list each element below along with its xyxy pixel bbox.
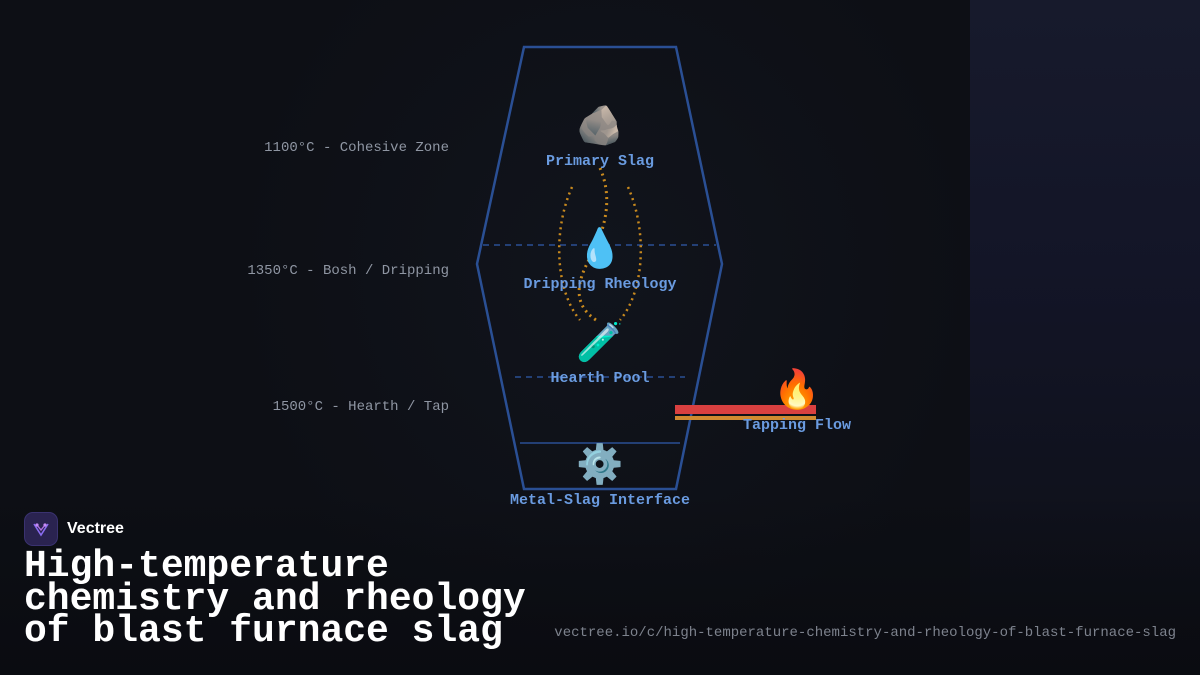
page-url: vectree.io/c/high-temperature-chemistry-… xyxy=(554,625,1176,641)
node-label-primary-slag: Primary Slag xyxy=(546,153,654,170)
node-label-dripping-rheology: Dripping Rheology xyxy=(523,276,676,293)
page-title: High-temperature chemistry and rheology … xyxy=(24,545,526,653)
zone-label-cohesive: 1100°C - Cohesive Zone xyxy=(264,140,449,156)
gear-icon: ⚙️ xyxy=(576,442,623,486)
vectree-logo-icon xyxy=(24,512,58,546)
drip-flow-center xyxy=(577,167,609,322)
rock-icon: 🪨 xyxy=(576,103,623,147)
tap-stream-under xyxy=(675,416,816,420)
node-label-tapping-flow: Tapping Flow xyxy=(743,417,851,434)
brand: Vectree xyxy=(24,512,124,546)
node-label-metal-slag-interface: Metal-Slag Interface xyxy=(510,492,690,509)
tap-stream xyxy=(675,405,816,414)
furnace-outline xyxy=(475,45,724,491)
node-label-hearth-pool: Hearth Pool xyxy=(550,370,649,387)
zone-label-hearth: 1500°C - Hearth / Tap xyxy=(273,399,449,415)
brand-name: Vectree xyxy=(67,520,124,537)
zone-label-bosh: 1350°C - Bosh / Dripping xyxy=(247,263,449,279)
droplet-icon: 💧 xyxy=(576,226,623,270)
bottom-shade xyxy=(0,495,1200,675)
fire-icon: 🔥 xyxy=(773,367,820,411)
test-tube-icon: 🧪 xyxy=(576,320,623,364)
